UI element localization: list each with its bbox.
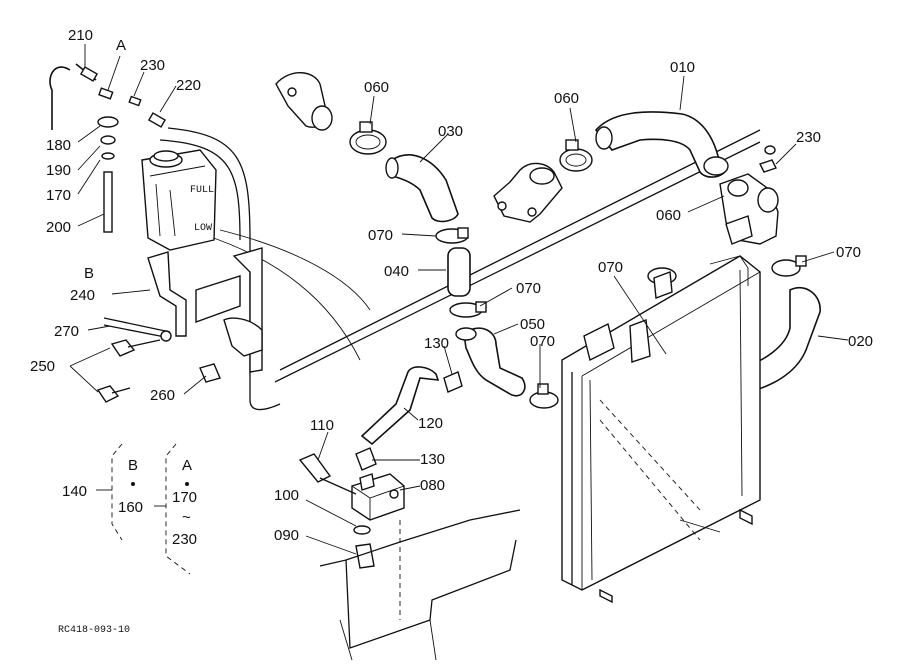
label-070-c: 070 <box>530 333 555 350</box>
label-100: 100 <box>274 487 299 504</box>
hose-010 <box>594 111 729 178</box>
label-050: 050 <box>520 316 545 333</box>
label-200: 200 <box>46 219 71 236</box>
legend-b-dot <box>131 482 135 486</box>
label-030: 030 <box>438 123 463 140</box>
drain-block-assembly <box>298 453 405 569</box>
label-060-a: 060 <box>364 79 389 96</box>
reference-code: RC418-093-10 <box>58 625 130 636</box>
label-070-b: 070 <box>516 280 541 297</box>
label-080: 080 <box>420 477 445 494</box>
part-labels: 210 A 230 220 180 190 170 200 B 240 270 … <box>30 27 873 544</box>
legend: 140 B 160 A 170 ~ 230 <box>62 457 197 548</box>
label-070-e: 070 <box>598 259 623 276</box>
label-210: 210 <box>68 27 93 44</box>
label-010: 010 <box>670 59 695 76</box>
leader-lines <box>69 44 849 555</box>
legend-group-label: 140 <box>62 483 87 500</box>
label-170: 170 <box>46 187 71 204</box>
water-outlet-right <box>493 162 563 223</box>
water-outlet-left <box>275 72 333 131</box>
label-130-b: 130 <box>420 451 445 468</box>
legend-a-tilde: ~ <box>182 509 191 526</box>
hose-clamp-060-a <box>349 121 387 155</box>
pipe-120 <box>355 366 463 471</box>
label-120: 120 <box>418 415 443 432</box>
hose-040-with-clamps <box>435 227 487 318</box>
label-130-a: 130 <box>424 335 449 352</box>
bolts-250-260 <box>96 339 221 403</box>
label-220: 220 <box>176 77 201 94</box>
svg-text:LOW: LOW <box>194 223 212 234</box>
legend-a-from: 170 <box>172 489 197 506</box>
legend-b-letter: B <box>128 457 138 474</box>
label-060-c: 060 <box>656 207 681 224</box>
label-190: 190 <box>46 162 71 179</box>
hose-clamp-060-b <box>559 139 593 172</box>
label-ref-b: B <box>84 265 94 282</box>
label-070-a: 070 <box>368 227 393 244</box>
label-060-b: 060 <box>554 90 579 107</box>
label-070-d: 070 <box>836 244 861 261</box>
recovery-tank: FULL LOW <box>141 149 217 251</box>
label-ref-a: A <box>116 37 126 54</box>
label-270: 270 <box>54 323 79 340</box>
label-020: 020 <box>848 333 873 350</box>
tank-bracket <box>103 247 263 373</box>
label-090: 090 <box>274 527 299 544</box>
legend-a-letter: A <box>182 457 192 474</box>
legend-brackets <box>96 443 191 575</box>
overflow-hose-fittings <box>49 63 167 233</box>
label-230-a: 230 <box>140 57 165 74</box>
radiator <box>561 255 761 604</box>
hose-clamp-070-c <box>771 255 807 277</box>
label-110: 110 <box>310 417 334 434</box>
legend-a-to: 230 <box>172 531 197 548</box>
legend-a-dot <box>185 482 189 486</box>
label-260: 260 <box>150 387 175 404</box>
label-250: 250 <box>30 358 55 375</box>
svg-text:FULL: FULL <box>190 185 214 196</box>
label-240: 240 <box>70 287 95 304</box>
hose-050 <box>455 327 559 409</box>
overflow-pipes <box>159 127 761 411</box>
engine-block <box>319 509 521 661</box>
label-230-b: 230 <box>796 129 821 146</box>
label-180: 180 <box>46 137 71 154</box>
thermostat-housing-right <box>719 145 779 245</box>
hose-030 <box>385 154 459 223</box>
legend-b-value: 160 <box>118 499 143 516</box>
label-040: 040 <box>384 263 409 280</box>
